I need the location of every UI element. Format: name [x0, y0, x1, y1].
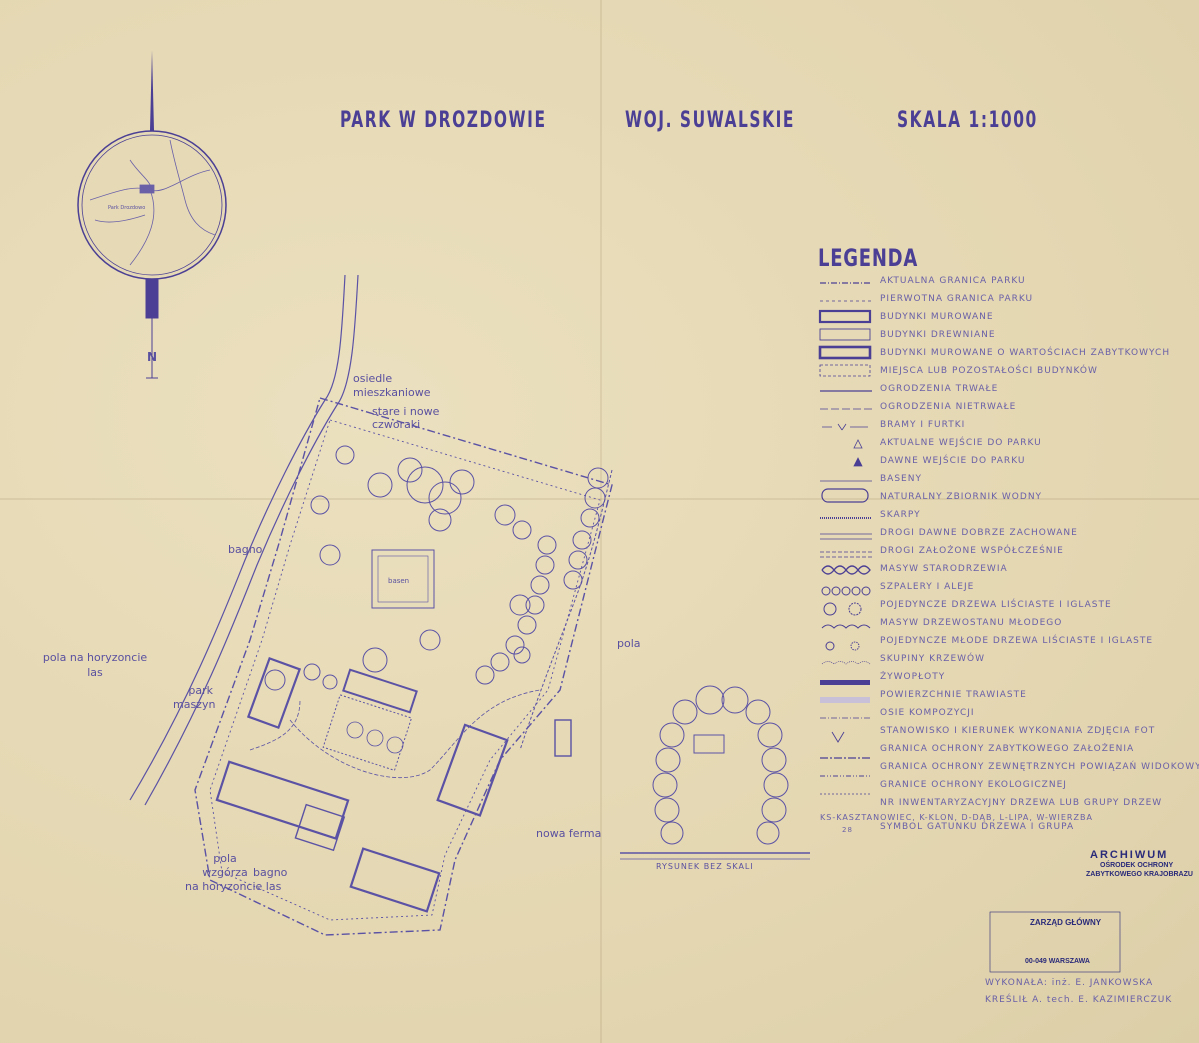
legend-item: SKUPINY KRZEWÓW — [880, 654, 986, 664]
zarzad-stamp-frame — [989, 911, 1121, 973]
legend-item: ŻYWOPŁOTY — [880, 672, 946, 682]
legend-item: GRANICA OCHRONY ZABYTKOWEGO ZAŁOŻENIA — [880, 744, 1135, 754]
stamp-archiwum-line1: OŚRODEK OCHRONY — [1100, 862, 1174, 869]
legend-item: SKARPY — [880, 510, 921, 520]
legend-item: OGRODZENIA NIETRWAŁE — [880, 402, 1017, 412]
title-park: PARK W DROZDOWIE — [340, 108, 547, 133]
legend-item: BUDYNKI DREWNIANE — [880, 330, 996, 340]
label-pola-wzgorza: pola wzgórza — [202, 852, 248, 879]
legend-item: BRAMY I FURTKI — [880, 420, 966, 430]
legend-item: BUDYNKI MUROWANE — [880, 312, 994, 322]
legend-item: POJEDYNCZE DRZEWA LIŚCIASTE I IGLASTE — [880, 600, 1112, 610]
legend-item: MASYW STARODRZEWIA — [880, 564, 1008, 574]
legend-item: DROGI DAWNE DOBRZE ZACHOWANE — [880, 528, 1078, 538]
title-region: WOJ. SUWALSKIE — [625, 108, 796, 133]
paper-fold-horizontal — [0, 498, 1199, 500]
label-pola-las: pola na horyzoncie las — [42, 651, 148, 679]
legend-item: SYMBOL GATUNKU DRZEWA I GRUPA — [880, 822, 1075, 832]
paper-fold-vertical — [600, 0, 602, 1043]
inset-location-map — [89, 139, 216, 266]
credit-kreslil: KREŚLIŁ A. tech. E. KAZIMIERCZUK — [985, 995, 1173, 1005]
legend-item: SZPALERY I ALEJE — [880, 582, 975, 592]
legend-symbols — [818, 282, 872, 795]
credit-wykonala: WYKONAŁA: inż. E. JANKOWSKA — [985, 978, 1154, 988]
legend-item: BASENY — [880, 474, 922, 484]
legend-item: DAWNE WEJŚCIE DO PARKU — [880, 456, 1026, 466]
legend-item: NR INWENTARYZACYJNY DRZEWA LUB GRUPY DRZ… — [880, 798, 1163, 808]
legend-item: AKTUALNE WEJŚCIE DO PARKU — [880, 438, 1042, 448]
legend-item: BUDYNKI MUROWANE O WARTOŚCIACH ZABYTKOWY… — [880, 348, 1171, 358]
label-las-bottom: na horyzoncie las — [185, 880, 282, 893]
legend-item: POWIERZCHNIE TRAWIASTE — [880, 690, 1027, 700]
stamp-archiwum-line2: ZABYTKOWEGO KRAJOBRAZU — [1086, 871, 1193, 878]
legend-item: GRANICA OCHRONY ZEWNĘTRZNYCH POWIĄZAŃ WI… — [880, 762, 1199, 772]
label-basen: basen — [388, 577, 410, 585]
legend-item: DROGI ZAŁOŻONE WSPÓŁCZEŚNIE — [880, 546, 1064, 556]
legend-item: OSIE KOMPOZYCJI — [880, 708, 975, 718]
north-label: N — [147, 350, 158, 364]
label-pola-right: pola — [617, 637, 641, 650]
legend-item: MIEJSCA LUB POZOSTAŁOŚCI BUDYNKÓW — [880, 366, 1098, 376]
label-czworaki: stare i nowe czworaki — [372, 405, 440, 431]
label-bagno-bottom: bagno — [253, 866, 288, 879]
legend-item: GRANICE OCHRONY EKOLOGICZNEJ — [880, 780, 1067, 790]
label-bagno-top: bagno — [228, 543, 263, 556]
legend-item: POJEDYNCZE MŁODE DRZEWA LIŚCIASTE I IGLA… — [880, 636, 1154, 646]
label-osiedle: osiedle mieszkaniowe — [353, 372, 431, 399]
legend-title: LEGENDA — [818, 244, 919, 272]
label-nowa-ferma: nowa ferma — [536, 827, 602, 840]
stamp-zarzad: ZARZĄD GŁÓWNY — [1030, 918, 1102, 927]
legend-species-key: Ks-KASZTANOWIEC, K-KLON, D-DĄB, L-LIPA, … — [820, 813, 1093, 822]
park-plan — [129, 274, 613, 936]
legend-item: MASYW DRZEWOSTANU MŁODEGO — [880, 618, 1063, 628]
label-park-maszyn: park maszyn — [173, 684, 216, 711]
stamp-warszawa: 00-049 WARSZAWA — [1025, 958, 1090, 965]
legend-item: AKTUALNA GRANICA PARKU — [880, 276, 1026, 286]
inset-label: Park Drozdowo — [108, 205, 146, 211]
garden-detail-drawing — [620, 685, 810, 860]
legend-item: NATURALNY ZBIORNIK WODNY — [880, 492, 1043, 502]
title-scale: SKALA 1:1000 — [897, 108, 1038, 133]
legend-item: STANOWISKO I KIERUNEK WYKONANIA ZDJĘCIA … — [880, 726, 1156, 736]
north-arrow-icon — [77, 50, 227, 379]
stamp-archiwum-title: ARCHIWUM — [1090, 849, 1169, 861]
legend-inventory-example: 28 — [842, 826, 853, 834]
legend-item: PIERWOTNA GRANICA PARKU — [880, 294, 1034, 304]
legend-item: OGRODZENIA TRWAŁE — [880, 384, 999, 394]
label-rysunek: RYSUNEK BEZ SKALI — [656, 862, 754, 871]
